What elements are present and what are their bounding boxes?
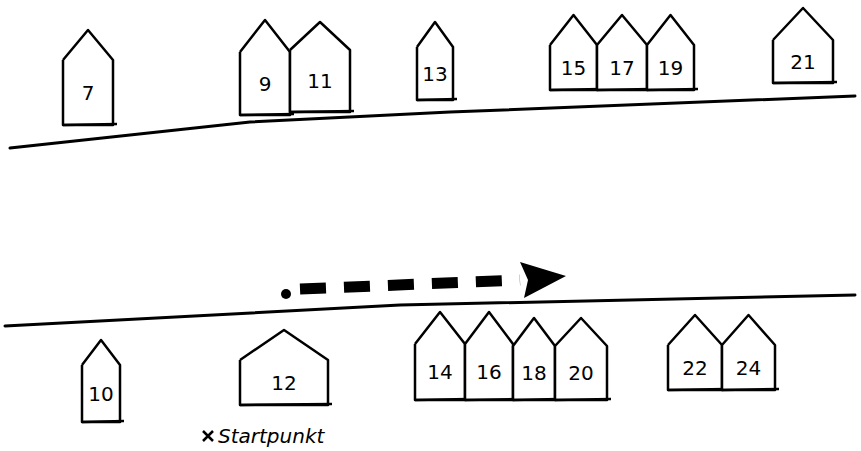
- house-outline: [240, 20, 290, 115]
- house: 24: [722, 315, 775, 390]
- house-baseline: [647, 89, 698, 90]
- house-baseline: [722, 389, 779, 390]
- house-baseline: [597, 89, 651, 90]
- house-number: 9: [259, 72, 272, 96]
- house-number: 17: [609, 56, 634, 80]
- house: 22: [668, 315, 722, 390]
- house-shape: [513, 318, 555, 400]
- house-outline: [82, 340, 120, 422]
- road-edge-north: [10, 96, 855, 148]
- house-baseline: [415, 399, 469, 400]
- house-baseline: [290, 111, 354, 112]
- house: 10: [82, 340, 120, 422]
- house: 20: [555, 318, 607, 400]
- house-number-area: 20: [555, 346, 607, 400]
- house-number-area: 18: [513, 346, 555, 400]
- house-number-area: 7: [63, 60, 113, 125]
- house-baseline: [240, 114, 294, 115]
- route-arrowhead: [520, 262, 566, 298]
- house-outline: [465, 312, 513, 400]
- house-shape: [597, 15, 647, 90]
- house-baseline: [240, 404, 332, 405]
- start-cross: [203, 431, 213, 441]
- house-number: 21: [790, 50, 815, 74]
- house: 14: [415, 312, 465, 400]
- house-outline: [417, 22, 453, 100]
- house: 21: [773, 8, 833, 83]
- house-baseline: [417, 99, 457, 100]
- house-number: 24: [736, 356, 761, 380]
- house-shape: [240, 330, 328, 405]
- house-number: 12: [271, 371, 296, 395]
- house-baseline: [63, 124, 117, 125]
- house-number: 15: [561, 56, 586, 80]
- house-baseline: [82, 421, 124, 422]
- route-start-dot: [281, 289, 291, 299]
- start-label: Startpunkt: [218, 424, 324, 448]
- house: 12: [240, 330, 328, 405]
- house-number: 20: [568, 361, 593, 385]
- house-shape: [773, 8, 833, 83]
- house-number-area: 15: [550, 45, 597, 90]
- house-number: 19: [658, 56, 683, 80]
- house-outline: [513, 318, 555, 400]
- house-number-area: 16: [465, 344, 513, 400]
- house: 11: [290, 22, 350, 112]
- house-number: 18: [521, 361, 546, 385]
- house-shape: [465, 312, 513, 400]
- house-baseline: [668, 389, 726, 390]
- house-shape: [240, 20, 290, 115]
- house-shape: [550, 15, 597, 90]
- house-number-area: 14: [415, 344, 465, 400]
- house-number: 16: [476, 360, 501, 384]
- house: 17: [597, 15, 647, 90]
- house-number-area: 22: [668, 345, 722, 390]
- house: 16: [465, 312, 513, 400]
- house-shape: [417, 22, 453, 100]
- house-outline: [415, 312, 465, 400]
- house-number: 11: [307, 69, 332, 93]
- house-shape: [290, 22, 350, 112]
- house-baseline: [550, 89, 601, 90]
- house: 9: [240, 20, 290, 115]
- house-baseline: [773, 82, 837, 83]
- house-shape: [82, 340, 120, 422]
- house-number-area: 10: [82, 365, 120, 422]
- house-number-area: 24: [722, 345, 775, 390]
- house-number-area: 21: [773, 40, 833, 83]
- house-number: 14: [427, 360, 452, 384]
- house-number-area: 11: [290, 50, 350, 112]
- house-outline: [63, 30, 113, 125]
- house-shape: [722, 315, 775, 390]
- house-shape: [647, 15, 694, 90]
- house-number: 7: [82, 81, 95, 105]
- house-number-area: 19: [647, 45, 694, 90]
- house: 13: [417, 22, 453, 100]
- house-number: 13: [422, 62, 447, 86]
- house-number: 22: [682, 356, 707, 380]
- house-outline: [290, 22, 350, 112]
- house-number: 10: [88, 382, 113, 406]
- road-edge-south: [5, 295, 855, 326]
- house-shape: [668, 315, 722, 390]
- house: 7: [63, 30, 113, 125]
- house-baseline: [513, 399, 559, 400]
- house-baseline: [555, 399, 611, 400]
- house-shape: [63, 30, 113, 125]
- route-dashed-arrow: [300, 280, 520, 289]
- house-baseline: [465, 399, 517, 400]
- house: 15: [550, 15, 597, 90]
- house-outline: [555, 318, 607, 400]
- house: 18: [513, 318, 555, 400]
- house-shape: [415, 312, 465, 400]
- house: 19: [647, 15, 694, 90]
- house-shape: [555, 318, 607, 400]
- house-number-area: 9: [240, 52, 290, 115]
- house-number-area: 12: [240, 360, 328, 405]
- house-number-area: 17: [597, 45, 647, 90]
- house-number-area: 13: [417, 47, 453, 100]
